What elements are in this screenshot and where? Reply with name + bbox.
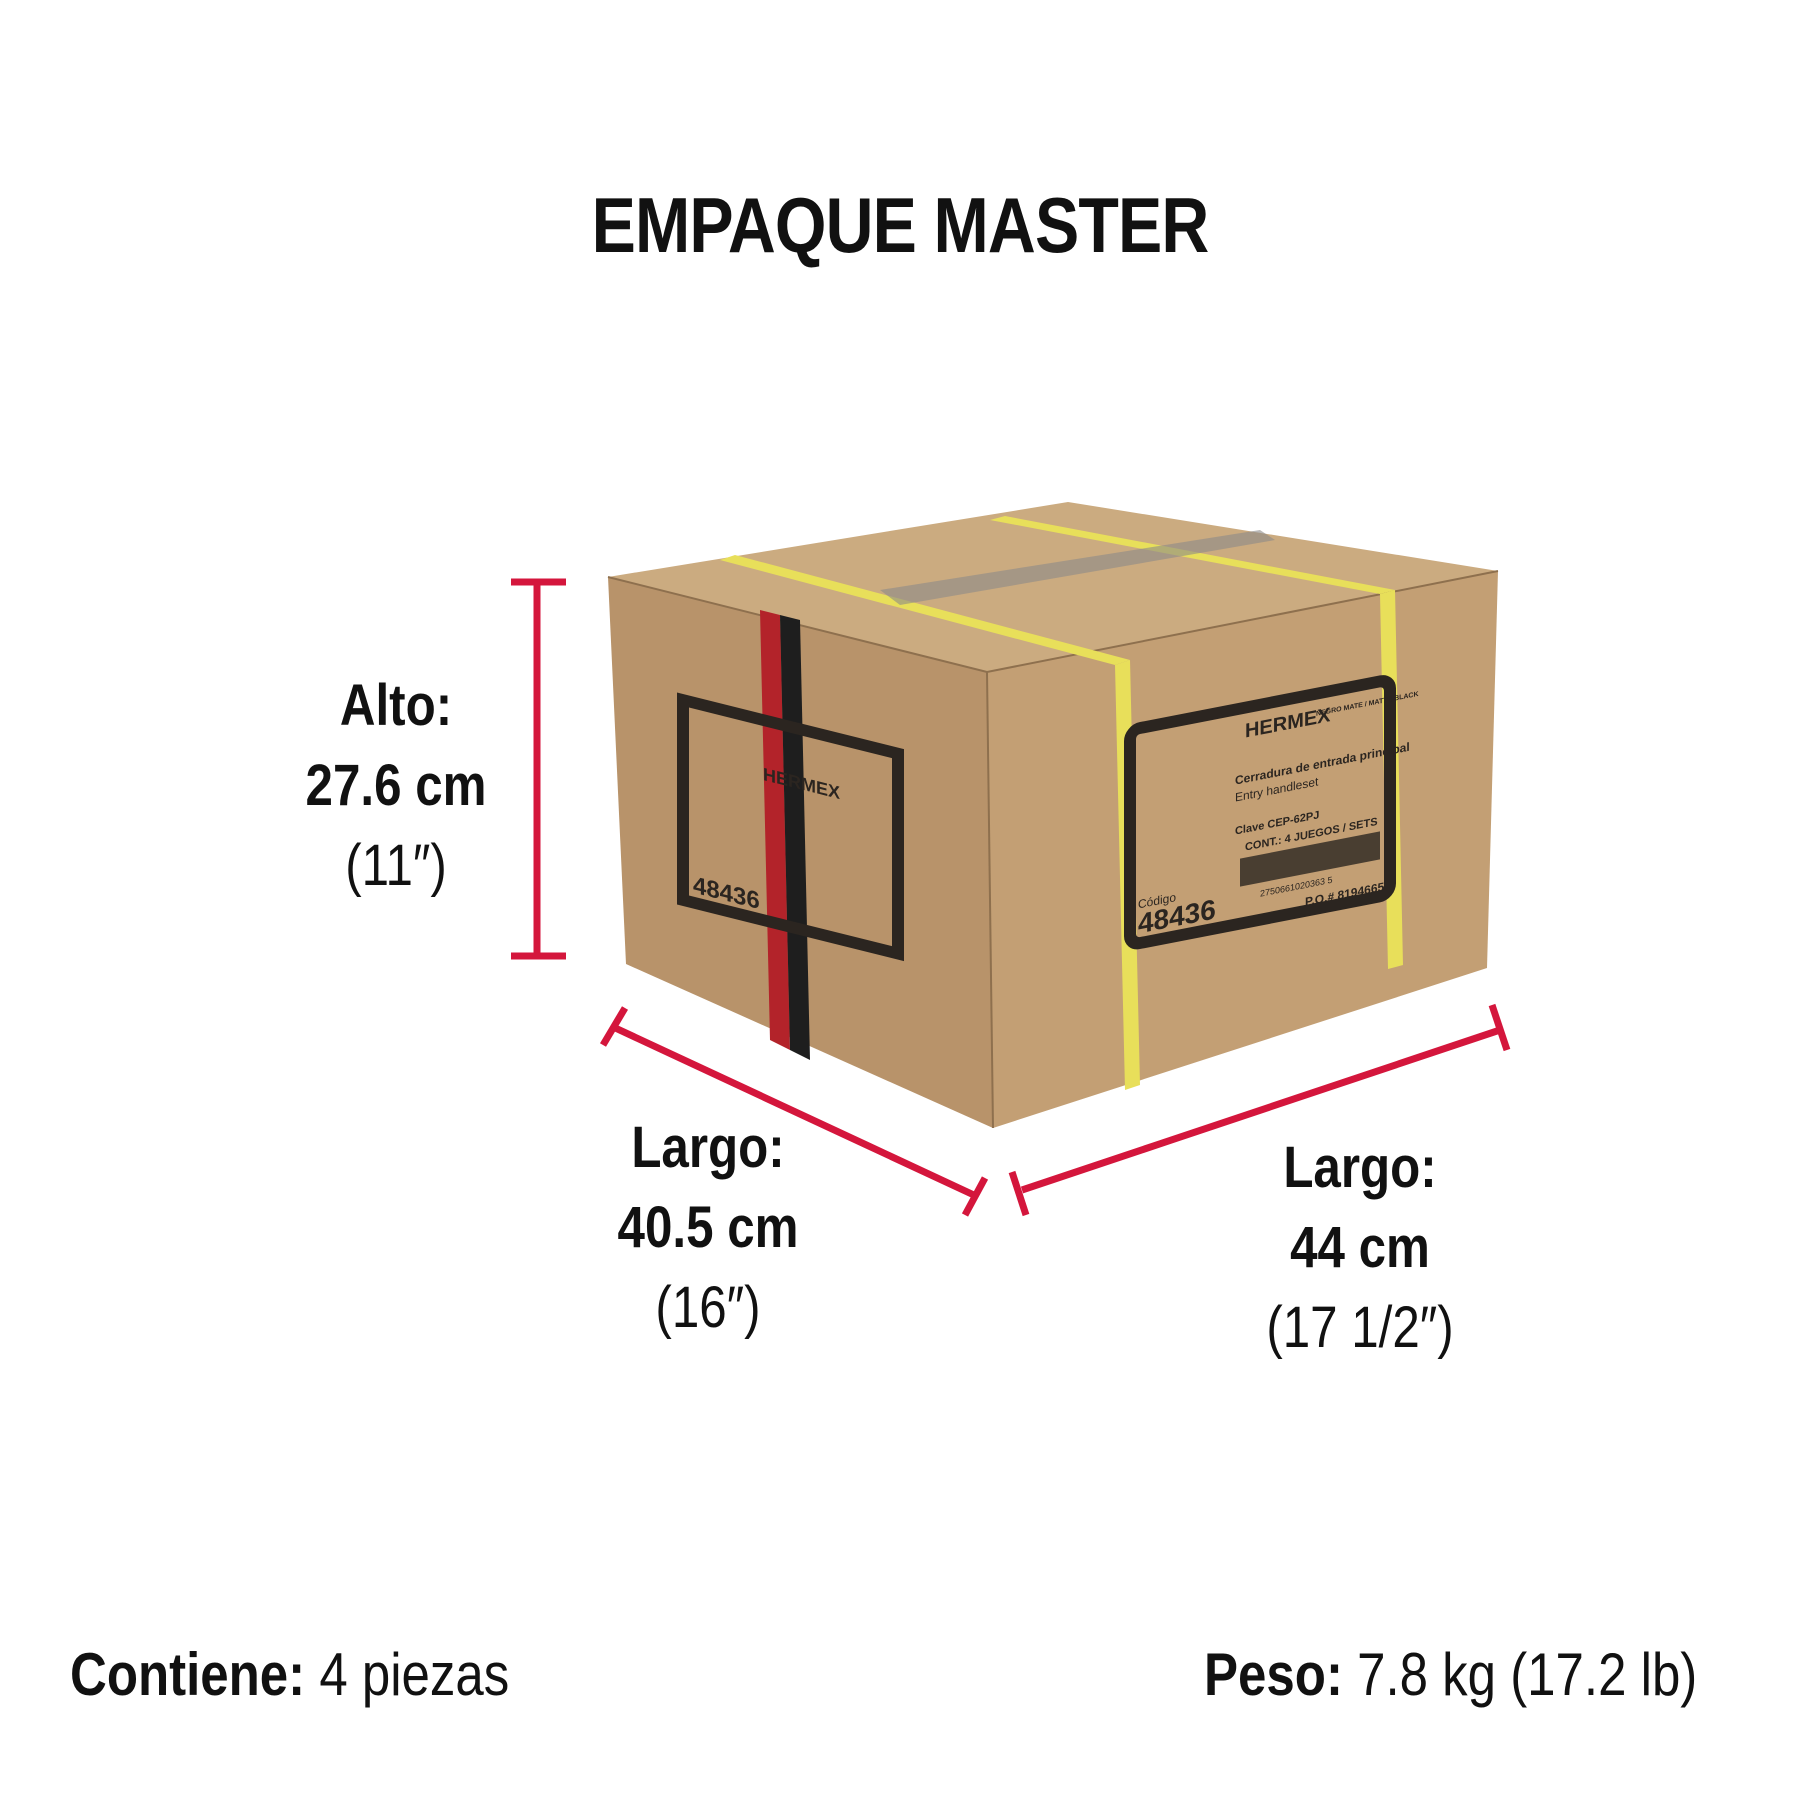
dimension-line-largo-left [599, 1006, 989, 1217]
box-top [608, 502, 1498, 672]
peso-label: Peso: [1203, 1641, 1343, 1708]
box-right-face [987, 571, 1498, 1128]
dimension-line-alto [511, 578, 566, 960]
largo-left-label: Largo: [631, 1115, 785, 1180]
alto-metric: 27.6 cm [305, 753, 487, 818]
largo-right-label: Largo: [1283, 1135, 1437, 1200]
alto-label: Alto: [339, 673, 453, 738]
tape [880, 530, 1275, 605]
page-title: EMPAQUE MASTER [591, 181, 1210, 269]
alto-imperial: (11″) [345, 833, 447, 898]
contiene-value: 4 piezas [319, 1641, 510, 1708]
dimension-largo-right: Largo: 44 cm (17 1/2″) [1190, 1128, 1530, 1368]
dimension-line-largo-right [1008, 1003, 1511, 1217]
dimension-alto: Alto: 27.6 cm (11″) [226, 666, 566, 906]
contents-info: Contiene: 4 piezas [70, 1640, 509, 1709]
dimension-largo-left: Largo: 40.5 cm (16″) [538, 1108, 878, 1348]
largo-left-imperial: (16″) [655, 1275, 761, 1340]
strap-yellow [720, 555, 1130, 665]
contiene-label: Contiene: [70, 1641, 306, 1708]
weight-info: Peso: 7.8 kg (17.2 lb) [1204, 1640, 1697, 1709]
largo-left-metric: 40.5 cm [617, 1195, 799, 1260]
largo-right-metric: 44 cm [1290, 1215, 1430, 1280]
peso-value: 7.8 kg (17.2 lb) [1356, 1641, 1697, 1708]
largo-right-imperial: (17 1/2″) [1266, 1295, 1454, 1360]
